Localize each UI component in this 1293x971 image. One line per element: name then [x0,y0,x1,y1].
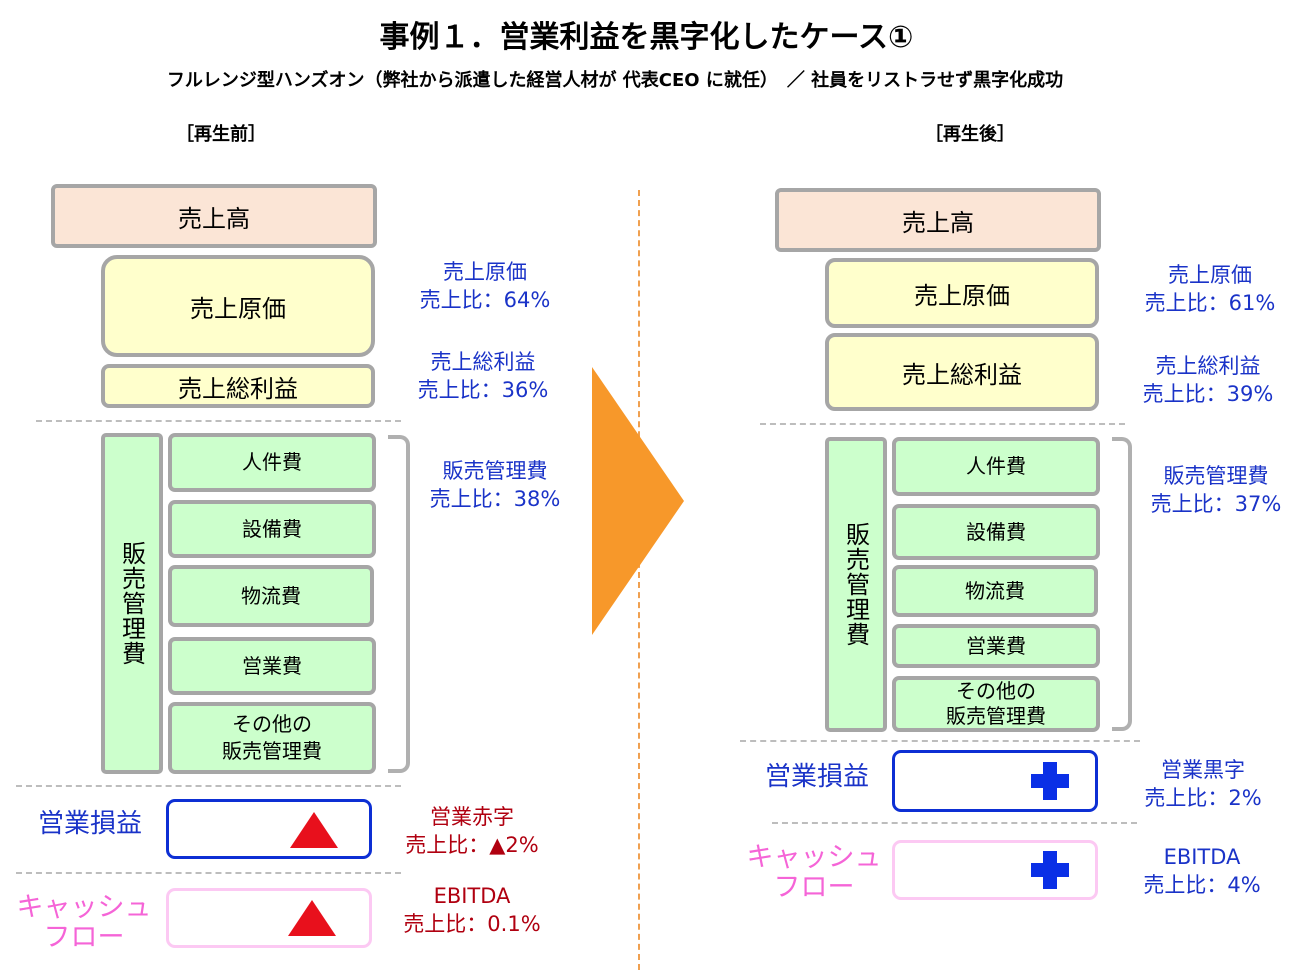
after-sga-item-sales: 営業費 [892,624,1100,668]
before-op-label: 営業損益 [38,809,143,839]
after-sales-box: 売上高 [775,188,1101,252]
after-sga-bracket [1112,437,1132,731]
page-subtitle: フルレンジ型ハンズオン（弊社から派遣した経営人材が 代表CEO に就任） ／ 社… [166,70,1064,91]
before-sales-box: 売上高 [51,184,377,248]
before-sga-note: 販売管理費 売上比：38% [429,459,561,512]
before-sga-item-personnel: 人件費 [168,433,376,492]
after-divider-2 [740,740,1140,742]
after-sga-item-other: その他の 販売管理費 [892,676,1100,732]
transition-arrow-icon [592,367,684,635]
before-op-note: 営業赤字 売上比：▲2% [405,805,539,858]
blue-plus-icon [1031,762,1069,800]
before-sga-vertical-box: 販売管理費 [101,433,163,774]
after-sga-item-personnel: 人件費 [892,437,1100,496]
before-cogs-box: 売上原価 [101,255,375,357]
blue-plus-icon [1031,851,1069,889]
after-sga-item-logistics: 物流費 [892,565,1098,617]
before-sga-item-sales: 営業費 [168,637,376,695]
before-cf-label: キャッシュ フロー [16,892,152,953]
after-divider-3 [772,822,1137,824]
after-sga-item-equipment: 設備費 [892,504,1100,560]
after-op-label: 営業損益 [765,762,870,792]
after-cf-note: EBITDA 売上比：4% [1143,845,1261,898]
before-cf-note: EBITDA 売上比：0.1% [403,884,541,937]
after-sga-note: 販売管理費 売上比：37% [1150,464,1282,517]
before-sga-item-other: その他の 販売管理費 [168,702,376,774]
after-gross-note: 売上総利益 売上比：39% [1142,354,1274,407]
after-label: ［再生後］ [925,124,1015,145]
after-op-box [892,750,1098,812]
before-sga-item-equipment: 設備費 [168,500,376,558]
before-divider-2 [16,785,401,787]
after-op-note: 営業黒字 売上比：2% [1144,758,1262,811]
after-cogs-box: 売上原価 [825,258,1099,328]
after-gross-profit-box: 売上総利益 [825,333,1099,411]
red-triangle-icon [288,900,336,936]
before-cf-box [166,888,372,948]
before-cogs-note: 売上原価 売上比：64% [419,260,551,313]
before-divider-3 [16,872,401,874]
before-gross-profit-box: 売上総利益 [101,364,375,408]
before-gross-note: 売上総利益 売上比：36% [417,350,549,403]
page-title: 事例１．営業利益を黒字化したケース① [379,20,914,55]
before-sga-item-logistics: 物流費 [168,565,374,627]
after-cogs-note: 売上原価 売上比：61% [1144,263,1276,316]
after-sga-vertical-box: 販売管理費 [825,437,887,732]
before-op-box [166,799,372,859]
before-label: ［再生前］ [176,124,266,145]
center-divider [638,190,640,970]
after-divider-1 [760,423,1125,425]
red-triangle-icon [290,812,338,848]
before-sga-bracket [388,435,410,773]
before-divider-1 [36,420,401,422]
after-cf-label: キャッシュ フロー [746,842,882,903]
